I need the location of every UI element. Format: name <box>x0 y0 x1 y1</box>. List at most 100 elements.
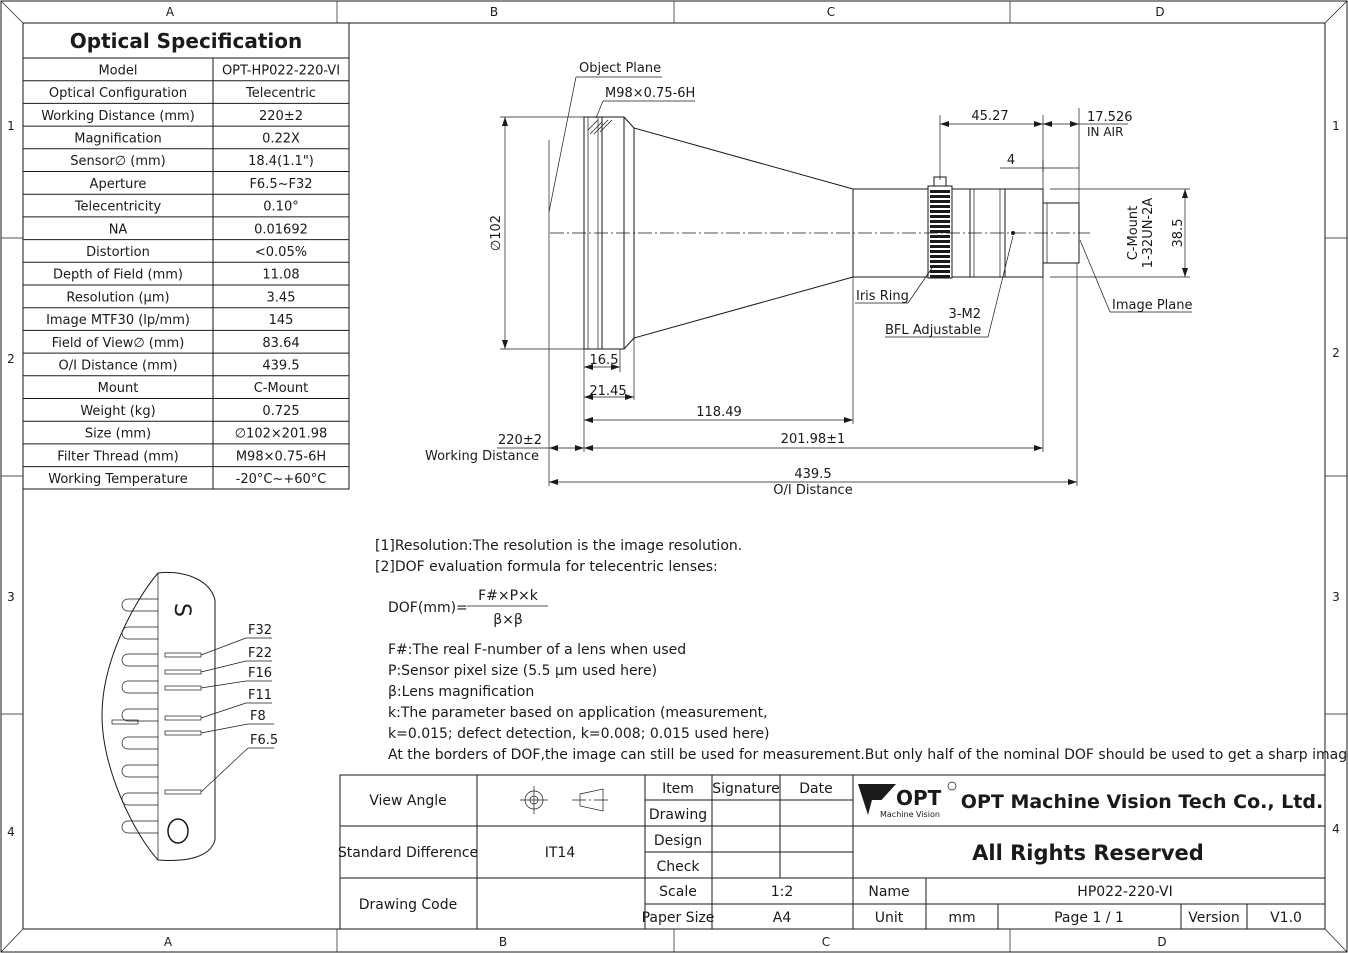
zone-row-1-right: 1 <box>1332 119 1340 133</box>
name-value: HP022-220-VI <box>1077 884 1172 900</box>
spec-label: Resolution (µm) <box>66 290 169 305</box>
dof-denominator: β×β <box>493 612 523 628</box>
fstop-label: F22 <box>248 646 272 661</box>
fstop-tick <box>164 669 202 675</box>
spec-value: 439.5 <box>262 358 299 373</box>
dim-220: 220±2 <box>498 433 542 448</box>
version-label: Version <box>1188 910 1239 926</box>
iris-mark-o <box>167 818 189 844</box>
rights-text: All Rights Reserved <box>972 841 1204 865</box>
m2-label: 3-M2 <box>949 307 981 322</box>
notes: [1]Resolution:The resolution is the imag… <box>375 538 1348 763</box>
opt-logo: OPT Machine Vision <box>858 781 957 819</box>
c-mount-label: C-Mount <box>1126 206 1141 261</box>
item-header: Item <box>662 781 694 797</box>
fstop-tick <box>164 730 202 736</box>
spec-label: Filter Thread (mm) <box>57 449 178 464</box>
unit-value: mm <box>948 910 975 926</box>
drawing-row: Drawing <box>649 807 707 823</box>
object-plane-label: Object Plane <box>579 61 661 76</box>
spec-label: Magnification <box>74 131 162 146</box>
drawing-code-label: Drawing Code <box>359 897 458 913</box>
title-block: View Angle Standard Difference IT14 Draw… <box>338 774 1326 930</box>
logo-subtitle: Machine Vision <box>880 810 940 819</box>
zone-col-b-top: B <box>490 5 498 19</box>
spec-label: Depth of Field (mm) <box>53 268 183 283</box>
unf-label: 1-32UN-2A <box>1141 198 1156 269</box>
company-name: OPT Machine Vision Tech Co., Ltd. <box>961 791 1323 813</box>
design-row: Design <box>654 833 702 849</box>
dof-lhs: DOF(mm)= <box>388 600 468 616</box>
note-line-1: F#:The real F-number of a lens when used <box>388 642 686 658</box>
fstop-label: F32 <box>248 623 272 638</box>
note-line-6: At the borders of DOF,the image can stil… <box>388 747 1348 763</box>
paper-size-label: Paper Size <box>642 910 715 926</box>
name-label: Name <box>868 884 909 900</box>
unit-label: Unit <box>875 910 904 926</box>
fstop-tick <box>164 685 202 691</box>
spec-label: Sensor∅ (mm) <box>70 154 166 169</box>
logo-text: OPT <box>896 786 942 810</box>
zone-row-3-right: 3 <box>1332 590 1340 604</box>
fstop-label: F6.5 <box>250 733 278 748</box>
zone-row-3-left: 3 <box>7 590 15 604</box>
spec-label: O/I Distance (mm) <box>58 358 177 373</box>
iris-mark-s: S <box>169 603 194 617</box>
dim-45-27: 45.27 <box>971 109 1008 124</box>
spec-label: Image MTF30 (lp/mm) <box>46 313 190 328</box>
lens-cone-bottom <box>633 276 854 339</box>
zone-col-d-bottom: D <box>1157 935 1166 949</box>
spec-label: Telecentricity <box>74 200 162 215</box>
zone-row-1-left: 1 <box>7 119 15 133</box>
spec-label: Distortion <box>86 245 150 260</box>
spec-label: Weight (kg) <box>80 404 155 419</box>
spec-value: 220±2 <box>259 109 303 124</box>
spec-value: <0.05% <box>255 245 307 260</box>
check-row: Check <box>656 859 700 875</box>
fstop-label: F16 <box>248 666 272 681</box>
spec-value: 18.4(1.1") <box>248 154 314 169</box>
spec-label: Mount <box>98 381 139 396</box>
thread-hatch <box>587 119 613 135</box>
lens-drawing: Object Plane M98×0.75-6H ∅102 45.27 17.5… <box>425 61 1193 498</box>
paper-size-value: A4 <box>773 910 792 926</box>
dim-201-98: 201.98±1 <box>781 432 846 447</box>
fstop-tick <box>164 789 202 795</box>
front-barrel <box>601 116 625 350</box>
working-distance-label: Working Distance <box>425 449 539 464</box>
image-plane-label: Image Plane <box>1112 298 1193 313</box>
spec-label: Size (mm) <box>85 427 151 442</box>
dim-38-5: 38.5 <box>1171 219 1186 248</box>
spec-label: Model <box>98 63 137 78</box>
zone-row-4-right: 4 <box>1332 822 1340 836</box>
zone-col-a-top: A <box>166 5 175 19</box>
fstop-label: F8 <box>250 709 266 724</box>
note-line-2: P:Sensor pixel size (5.5 µm used here) <box>388 663 657 679</box>
spec-value: F6.5~F32 <box>249 177 312 192</box>
dim-17-526: 17.526 <box>1087 110 1133 125</box>
dia-102-label: ∅102 <box>489 215 504 251</box>
in-air-label: IN AIR <box>1087 125 1123 139</box>
spec-title: Optical Specification <box>70 29 302 53</box>
scale-value: 1:2 <box>771 884 794 900</box>
spec-value: C-Mount <box>254 381 309 396</box>
spec-label: Aperture <box>90 177 147 192</box>
dim-439-5: 439.5 <box>794 467 831 482</box>
spec-label: Working Temperature <box>48 472 188 487</box>
page-indicator: Page 1 / 1 <box>1054 910 1124 926</box>
spec-value: 83.64 <box>262 336 299 351</box>
zone-col-c-top: C <box>827 5 835 19</box>
spec-value: 145 <box>269 313 294 328</box>
fstop-tick <box>164 715 202 721</box>
spec-value: 11.08 <box>262 268 299 283</box>
zone-row-2-right: 2 <box>1332 346 1340 360</box>
zone-col-a-bottom: A <box>164 935 173 949</box>
oi-distance-label: O/I Distance <box>773 483 852 498</box>
note-line-5: k=0.015; defect detection, k=0.008; 0.01… <box>388 726 770 742</box>
spec-value: 0.22X <box>262 131 300 146</box>
signature-header: Signature <box>712 781 780 797</box>
spec-value: 3.45 <box>267 290 296 305</box>
